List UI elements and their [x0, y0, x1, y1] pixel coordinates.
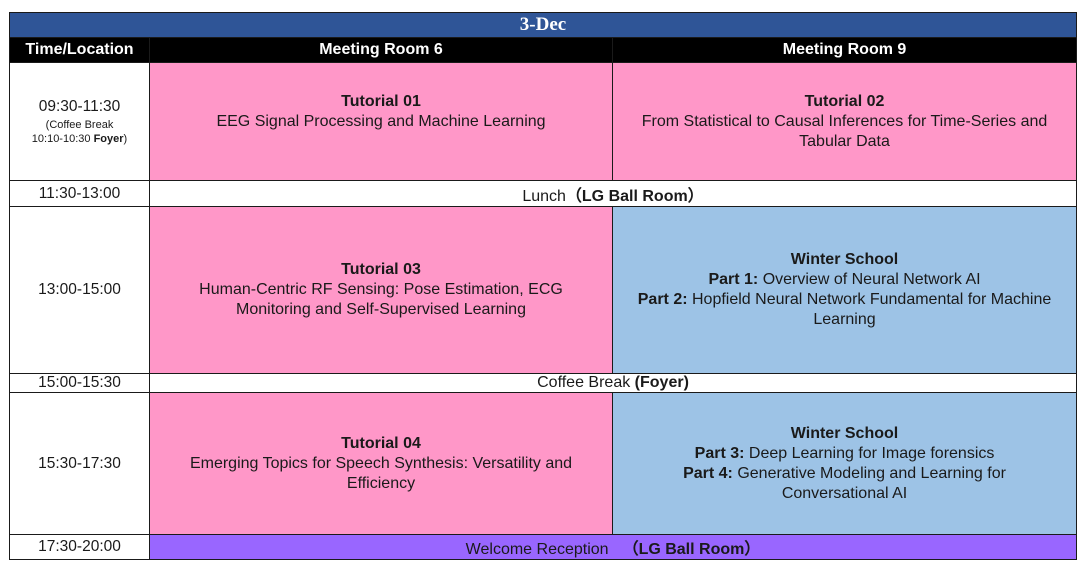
part-1-line: Part 1: Overview of Neural Network AI — [708, 271, 981, 288]
tutorial-03-title: Tutorial 03 — [341, 261, 421, 278]
session-row-3: 15:30-17:30 Tutorial 04 Emerging Topics … — [9, 392, 1078, 535]
lunch-row: 11:30-13:00 Lunch（LG Ball Room） — [9, 180, 1078, 207]
schedule-table: 3-Dec Time/Location Meeting Room 6 Meeti… — [8, 12, 1078, 560]
tutorial-04-title: Tutorial 04 — [341, 434, 421, 452]
header-meeting-room-9: Meeting Room 9 — [611, 37, 1078, 63]
time-cell-1730: 17:30-20:00 — [9, 534, 150, 560]
date-title: 3-Dec — [8, 12, 1078, 38]
tutorial-04-topic-line2: Efficiency — [346, 474, 416, 492]
tutorial-02-topic-line2: Tabular Data — [799, 132, 890, 150]
header-time-location: Time/Location — [9, 37, 150, 63]
welcome-reception-location: （LG Ball Room） — [622, 541, 761, 558]
part-2-line: Part 2: Hopfield Neural Network Fundamen… — [637, 291, 1052, 308]
time-cell-1500: 15:00-15:30 — [9, 373, 150, 393]
part-4-line-continued: Conversational AI — [781, 484, 908, 502]
tutorial-02-topic-line1: From Statistical to Causal Inferences fo… — [641, 112, 1048, 130]
lunch-cell: Lunch（LG Ball Room） — [148, 180, 1078, 207]
tutorial-02-cell: Tutorial 02 From Statistical to Causal I… — [611, 62, 1078, 181]
header-meeting-room-6: Meeting Room 6 — [149, 37, 613, 63]
winter-school-cell-1: Winter School Part 1: Overview of Neural… — [611, 206, 1078, 374]
time-label: 09:30-11:30 — [38, 97, 121, 115]
welcome-reception-label: Welcome Reception — [465, 541, 609, 558]
winter-school-title: Winter School — [790, 251, 899, 268]
tutorial-02-title: Tutorial 02 — [804, 92, 885, 110]
time-cell-1530: 15:30-17:30 — [9, 392, 150, 535]
part-4-line: Part 4: Generative Modeling and Learning… — [683, 464, 1006, 482]
winter-school-cell-2: Winter School Part 3: Deep Learning for … — [611, 392, 1078, 535]
part-3-line: Part 3: Deep Learning for Image forensic… — [694, 444, 995, 462]
session-row-2: 13:00-15:00 Tutorial 03 Human-Centric RF… — [9, 206, 1078, 374]
tutorial-01-title: Tutorial 01 — [341, 92, 421, 110]
header-row: Time/Location Meeting Room 6 Meeting Roo… — [9, 37, 1078, 63]
tutorial-03-topic-line2: Monitoring and Self-Supervised Learning — [236, 301, 526, 318]
time-cell-1300: 13:00-15:00 — [9, 206, 150, 374]
part-2-line-continued: Learning — [813, 311, 876, 328]
tutorial-04-topic-line1: Emerging Topics for Speech Synthesis: Ve… — [189, 454, 573, 472]
coffee-break-label: Coffee Break — [537, 374, 631, 391]
date-row: 3-Dec — [8, 12, 1078, 38]
tutorial-04-cell: Tutorial 04 Emerging Topics for Speech S… — [149, 392, 613, 535]
coffee-break-cell: Coffee Break (Foyer) — [148, 373, 1078, 393]
reception-row: 17:30-20:00 Welcome Reception （LG Ball Ro… — [9, 534, 1078, 560]
welcome-reception-cell: Welcome Reception （LG Ball Room） — [148, 534, 1078, 560]
tutorial-03-topic-line1: Human-Centric RF Sensing: Pose Estimatio… — [199, 281, 563, 298]
coffee-break-location: (Foyer) — [634, 374, 689, 391]
lunch-location: （LG Ball Room） — [565, 187, 704, 205]
tutorial-01-cell: Tutorial 01 EEG Signal Processing and Ma… — [149, 62, 613, 181]
time-cell-1130: 11:30-13:00 — [9, 180, 150, 207]
tutorial-03-cell: Tutorial 03 Human-Centric RF Sensing: Po… — [149, 206, 613, 374]
winter-school-title-2: Winter School — [790, 424, 899, 442]
lunch-label: Lunch — [522, 187, 566, 205]
tutorial-01-topic: EEG Signal Processing and Machine Learni… — [216, 112, 546, 130]
coffee-break-row: 15:00-15:30 Coffee Break (Foyer) — [9, 373, 1078, 393]
